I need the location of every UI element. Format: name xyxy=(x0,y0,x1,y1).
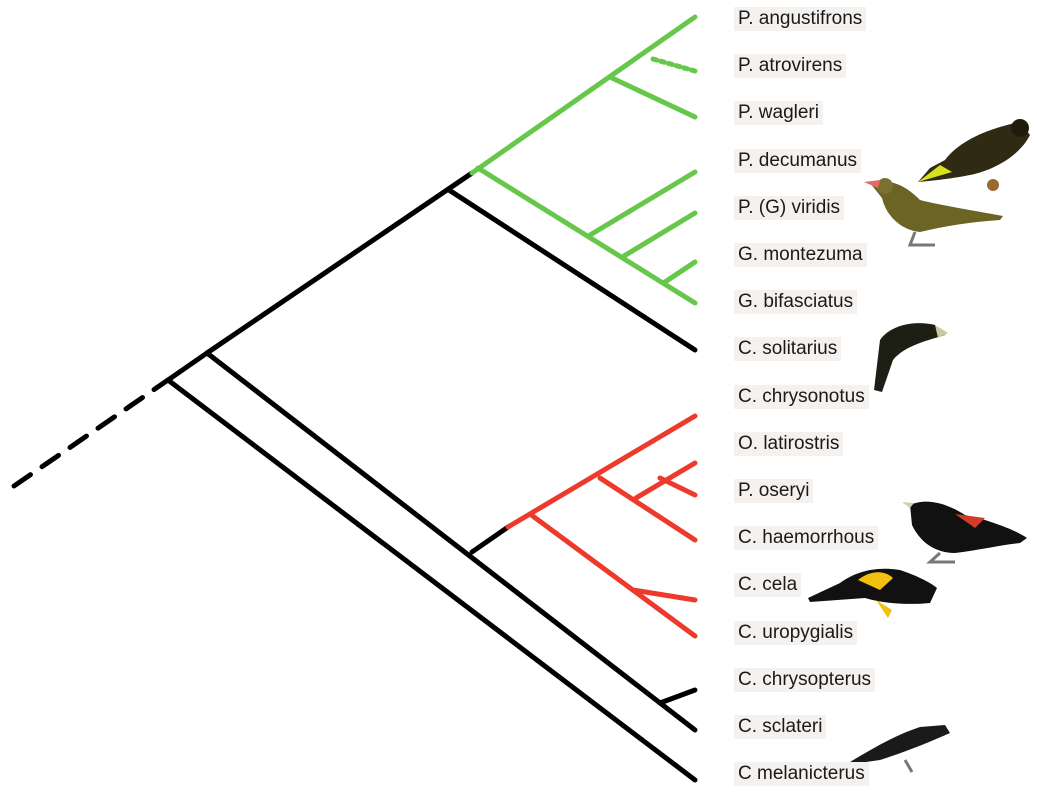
taxon-label: C. solitarius xyxy=(734,337,841,361)
green-stem xyxy=(472,17,695,173)
taxon-label: C. chrysopterus xyxy=(734,668,875,692)
taxon-label: P. oseryi xyxy=(734,479,813,503)
branch-upper-to-sclateri xyxy=(207,353,695,730)
green-to-wagleri xyxy=(612,78,695,117)
taxon-label: P. wagleri xyxy=(734,101,823,125)
taxon-label: C. haemorrhous xyxy=(734,526,878,550)
taxon-label: G. montezuma xyxy=(734,243,867,267)
green-oropendola-bird-icon xyxy=(864,178,1003,245)
taxon-label: P. (G) viridis xyxy=(734,196,844,220)
taxon-label: O. latirostris xyxy=(734,432,843,456)
green-to-montezuma xyxy=(665,262,695,282)
green-to-atrovirens xyxy=(653,59,695,71)
taxon-label: C melanicterus xyxy=(734,762,869,786)
oropendola-bird-icon xyxy=(918,119,1030,191)
branch-to-chrysopterus xyxy=(660,690,695,703)
taxon-label: G. bifasciatus xyxy=(734,290,857,314)
branch-upper-to-green-stem xyxy=(207,173,472,353)
green-to-decumanus xyxy=(590,172,695,235)
black-cacique-bird-icon xyxy=(874,323,948,392)
red-to-uropygialis xyxy=(530,514,695,636)
green-to-viridis xyxy=(624,213,695,256)
taxon-label: C. cela xyxy=(734,573,801,597)
taxon-label: C. chrysonotus xyxy=(734,385,869,409)
taxon-label: P. angustifrons xyxy=(734,7,866,31)
taxon-label: P. atrovirens xyxy=(734,54,846,78)
branch-to-solitarius xyxy=(449,190,695,350)
taxon-label: C. sclateri xyxy=(734,715,826,739)
red-rumped-cacique-bird-icon xyxy=(902,502,1027,562)
branch-to-red-stem xyxy=(472,527,508,552)
branch-root-to-upper xyxy=(168,353,207,380)
root-stem-dashed xyxy=(14,380,168,486)
taxon-label: C. uropygialis xyxy=(734,621,857,645)
taxon-label: P. decumanus xyxy=(734,149,861,173)
red-stem xyxy=(508,416,695,527)
red-to-latirostris xyxy=(660,478,695,495)
yellow-winged-cacique-bird-icon xyxy=(808,569,937,618)
